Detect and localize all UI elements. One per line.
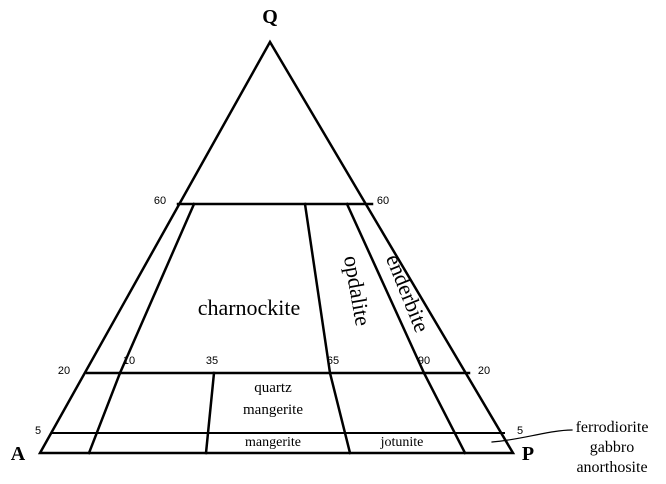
tick-left-60: 60 bbox=[154, 195, 166, 207]
field-opdalite: opdalite bbox=[339, 254, 376, 328]
divider-p90-lower bbox=[422, 371, 467, 455]
tick-right-60: 60 bbox=[377, 195, 389, 207]
tick-p-35: 35 bbox=[206, 355, 218, 367]
vertex-q-label: Q bbox=[262, 6, 278, 28]
tick-right-5: 5 bbox=[517, 425, 523, 437]
vertex-p-label: P bbox=[522, 443, 534, 465]
field-quartz-mangerite-line2: mangerite bbox=[243, 402, 303, 418]
tick-right-20: 20 bbox=[478, 365, 490, 377]
tick-left-20: 20 bbox=[58, 365, 70, 377]
tick-p-90: 90 bbox=[418, 355, 430, 367]
field-jotunite: jotunite bbox=[380, 435, 424, 450]
field-quartz-mangerite-line1: quartz bbox=[254, 380, 292, 396]
side-label-ferrodiorite: ferrodiorite bbox=[576, 419, 649, 436]
triangle-outline bbox=[37, 39, 516, 455]
divider-p35-lower bbox=[204, 371, 216, 455]
tick-p-65: 65 bbox=[327, 355, 339, 367]
divider-p10-lower bbox=[87, 371, 122, 455]
tick-p-10: 10 bbox=[123, 355, 135, 367]
side-label-gabbro: gabbro bbox=[590, 439, 634, 456]
side-label-anorthosite: anorthosite bbox=[576, 459, 647, 476]
field-enderbite: enderbite bbox=[381, 251, 435, 336]
leader-line bbox=[491, 429, 573, 443]
divider-p65-lower bbox=[328, 371, 352, 455]
divider-p65-upper bbox=[303, 202, 332, 375]
divider-p90-upper bbox=[345, 202, 426, 375]
field-mangerite: mangerite bbox=[245, 435, 301, 450]
tick-left-5: 5 bbox=[35, 425, 41, 437]
field-charnockite: charnockite bbox=[198, 295, 301, 320]
vertex-a-label: A bbox=[11, 443, 26, 465]
divider-p10-upper bbox=[118, 202, 196, 375]
